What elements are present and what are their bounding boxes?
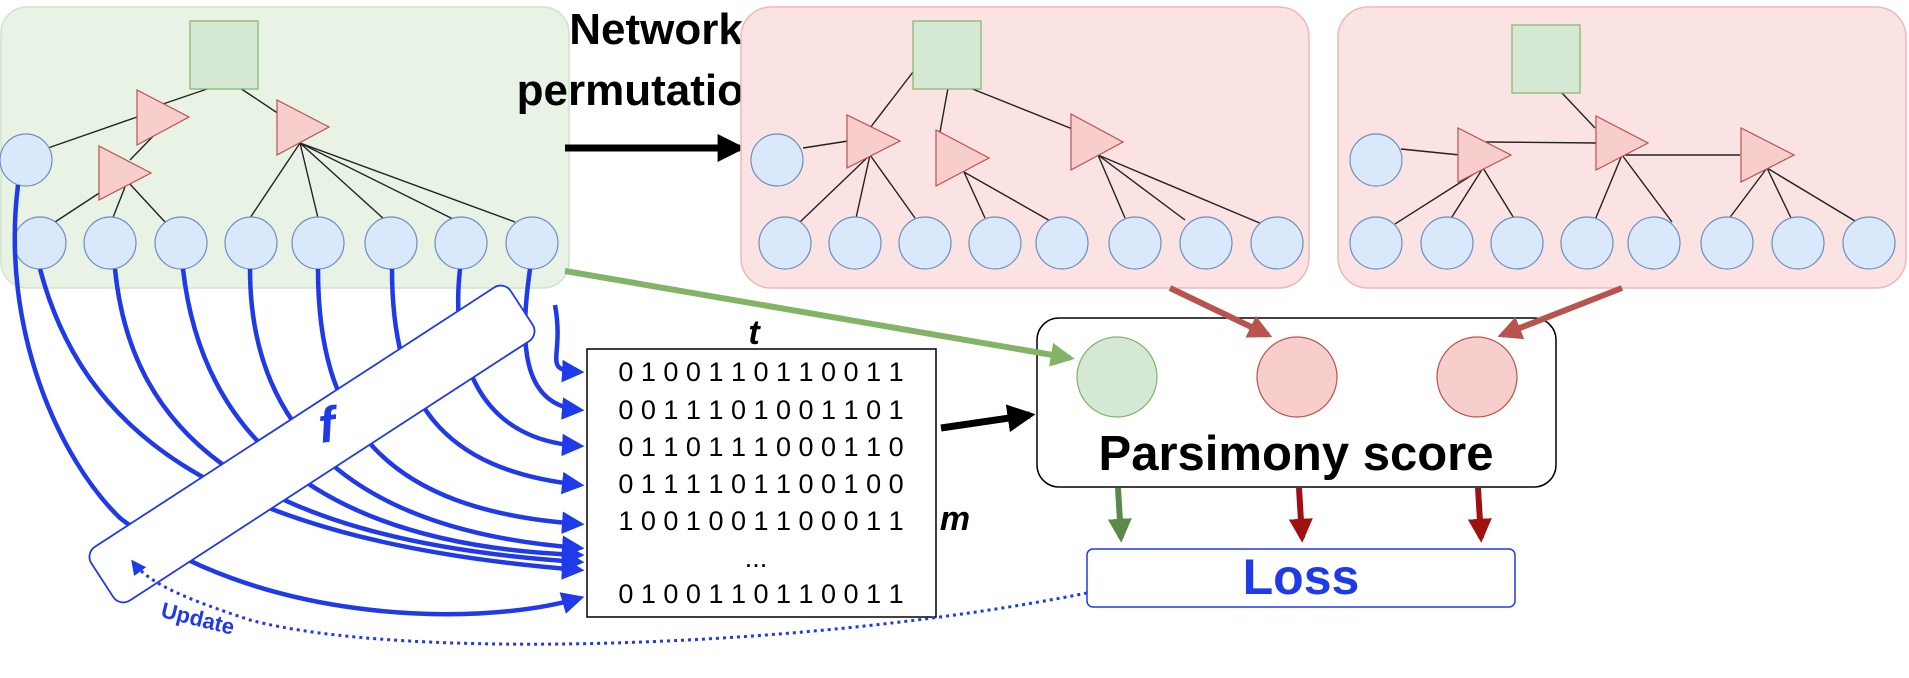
reticulation-node (1740, 127, 1796, 183)
perm2-to-score-arrow (1497, 285, 1624, 340)
score-permutation-1 (1256, 336, 1338, 418)
reticulation-node (276, 99, 331, 157)
network-panel-original (0, 6, 570, 289)
parsimony-score-box: Parsimony score (1036, 317, 1557, 488)
matrix-t-label: t (748, 314, 761, 352)
update-arrow (131, 559, 1088, 646)
parsimony-score-label: Parsimony score (1099, 427, 1494, 481)
reticulation-node (1070, 112, 1125, 172)
leaf-nodes (758, 216, 1304, 270)
loss-box: Loss (1086, 548, 1516, 608)
outgroup-leaf (0, 133, 53, 187)
reticulation-node (1457, 127, 1513, 183)
reticulation-node (846, 114, 902, 169)
reticulation-node (136, 89, 191, 147)
network-panel-permutation-2 (1337, 6, 1907, 289)
f-encoder-block: f (88, 284, 536, 604)
character-matrix: t m 0 1 0 0 1 1 0 1 1 0 0 1 1 0 0 1 1 1 … (586, 314, 970, 618)
score-original (1076, 336, 1158, 418)
matrix-row-ellipsis: ... (745, 543, 768, 573)
leaf-nodes (1349, 216, 1896, 270)
score-to-loss-arrow-red (1467, 487, 1492, 543)
score-to-loss-arrow-green (1107, 487, 1132, 543)
root-node (1511, 24, 1581, 94)
matrix-row: 0 1 0 0 1 1 0 1 1 0 0 1 1 (618, 579, 903, 609)
perm1-to-score-arrow (1168, 285, 1273, 338)
reticulation-node (1595, 115, 1650, 171)
original-to-score-arrow (564, 268, 1075, 367)
matrix-to-score-arrow (940, 404, 1036, 433)
reticulation-node (98, 145, 153, 201)
permutations-title-line1: Network (569, 5, 743, 54)
outgroup-leaf (750, 133, 804, 187)
outgroup-leaf (1349, 133, 1403, 187)
update-label: Update (159, 597, 237, 639)
matrix-row: 0 1 1 0 1 1 1 0 0 0 1 1 0 (618, 432, 903, 462)
matrix-row: 1 0 0 1 0 0 1 1 0 0 0 1 1 (618, 506, 903, 536)
score-to-loss-arrow-red (1288, 487, 1313, 543)
matrix-row: 0 1 1 1 1 0 1 1 0 0 1 0 0 (618, 469, 903, 499)
score-permutation-2 (1436, 336, 1518, 418)
loss-label: Loss (1243, 549, 1360, 605)
root-node (912, 20, 982, 90)
reticulation-node (935, 129, 991, 187)
root-node (189, 20, 259, 90)
matrix-m-label: m (940, 500, 970, 538)
matrix-row: 0 1 0 0 1 1 0 1 1 0 0 1 1 (618, 357, 903, 387)
network-panel-permutation-1 (740, 6, 1310, 289)
matrix-row: 0 0 1 1 1 0 1 0 0 1 1 0 1 (618, 395, 903, 425)
